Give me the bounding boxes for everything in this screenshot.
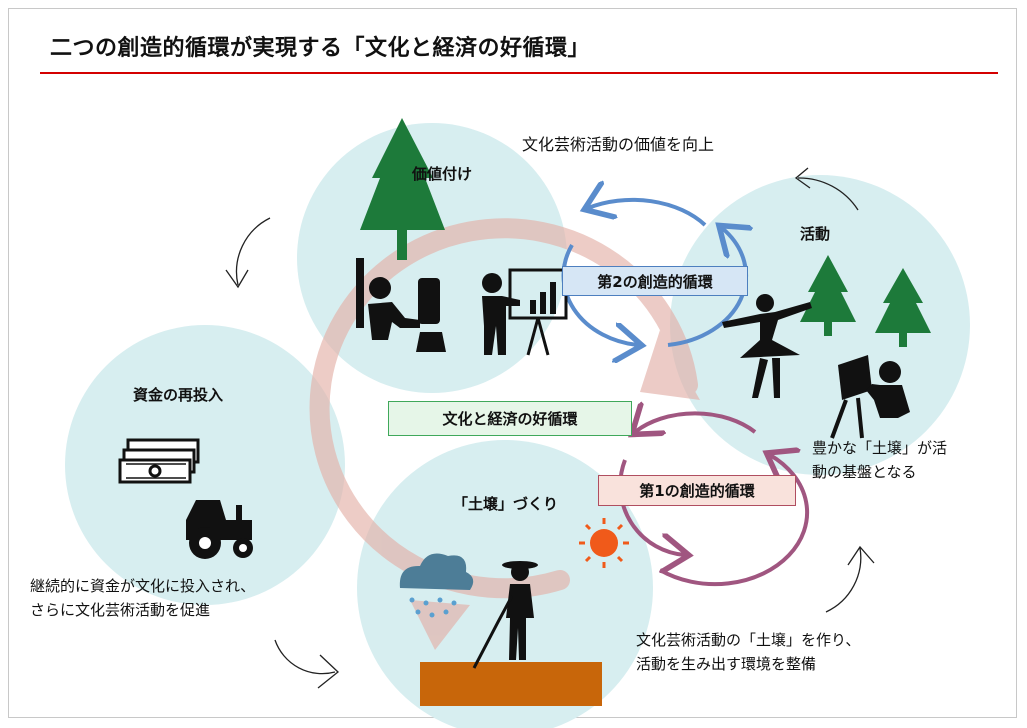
second-cycle-label: 第2の創造的循環 — [562, 266, 748, 296]
painter-icon — [830, 355, 910, 439]
caption-line: 継続的に資金が文化に投入され、 — [30, 577, 256, 595]
caption-top: 文化芸術活動の価値を向上 — [522, 135, 715, 154]
tractor-icon — [186, 500, 253, 559]
tree-icon — [360, 118, 445, 260]
caption-left-note: 継続的に資金が文化に投入され、 さらに文化芸術活動を促進 — [30, 574, 255, 622]
money-stack-icon — [118, 438, 200, 484]
caption-line: 文化芸術活動の「土壌」を作り、 — [636, 631, 861, 649]
circle-label-value-adding: 価値付け — [412, 165, 473, 183]
first-cycle-label: 第1の創造的循環 — [598, 475, 796, 506]
caption-line: 動の基盤となる — [812, 463, 917, 481]
caption-line: さらに文化芸術活動を促進 — [30, 601, 211, 619]
circle-label-soil-making: 「土壌」づくり — [453, 495, 559, 513]
tree-icon — [800, 255, 856, 336]
circle-label-reinvestment: 資金の再投入 — [133, 386, 224, 404]
rain-cloud-icon — [399, 553, 474, 618]
tree-icon — [875, 268, 931, 347]
outer-flow-arrows — [225, 167, 875, 689]
center-cycle-label: 文化と経済の好循環 — [388, 401, 632, 436]
sun-icon — [579, 518, 629, 568]
woodworker-icon — [356, 258, 446, 352]
caption-activity-note: 豊かな「土壌」が活 動の基盤となる — [812, 436, 947, 484]
title-underline — [40, 72, 998, 74]
caption-line: 活動を生み出す環境を整備 — [636, 655, 817, 673]
circle-reinvestment — [65, 325, 345, 605]
circle-label-activity: 活動 — [800, 225, 831, 243]
slide-title: 二つの創造的循環が実現する「文化と経済の好循環」 — [50, 36, 591, 61]
second-cycle-arrows — [561, 200, 746, 345]
ballet-dancer-icon — [722, 294, 812, 398]
caption-line: 豊かな「土壌」が活 — [812, 439, 948, 457]
farmer-icon — [472, 561, 538, 669]
soil-icon — [420, 662, 602, 706]
caption-bottom-note: 文化芸術活動の「土壌」を作り、 活動を生み出す環境を整備 — [636, 628, 860, 676]
